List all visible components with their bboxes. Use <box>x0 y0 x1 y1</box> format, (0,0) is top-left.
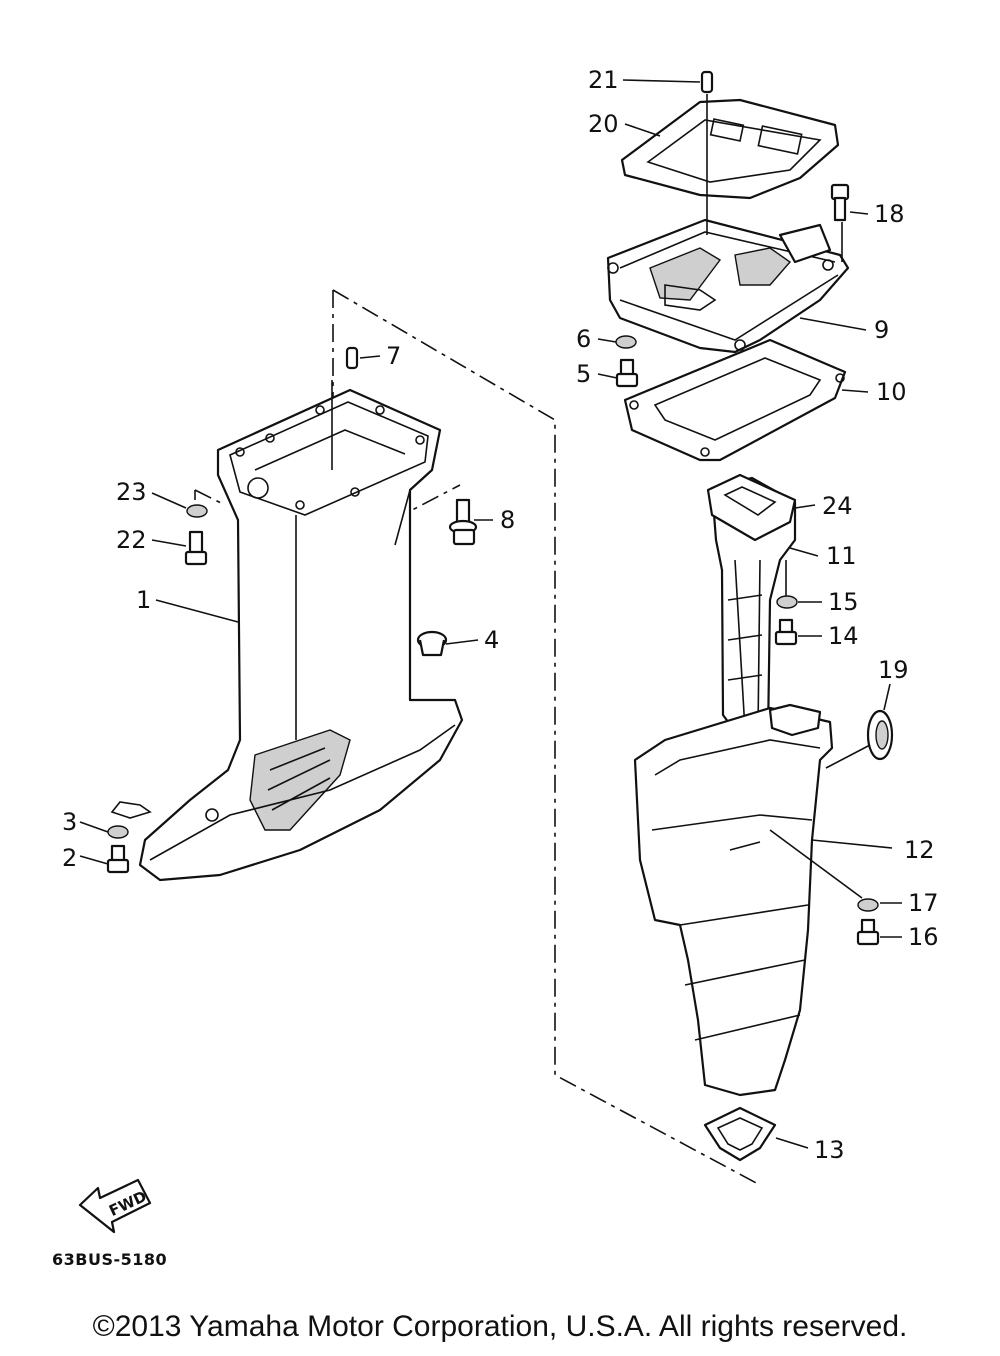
exploded-parts-diagram: 1 2 3 4 5 6 7 8 9 10 11 12 13 14 15 16 1… <box>62 66 939 1234</box>
dowel-pin-7 <box>345 346 359 370</box>
bolt-8 <box>448 498 478 546</box>
upper-casing <box>138 388 464 882</box>
washer-15 <box>776 595 798 609</box>
washer-17 <box>857 898 879 912</box>
drawing-code: 63BUS-5180 <box>52 1250 168 1269</box>
callout-2: 2 <box>62 844 77 872</box>
callout-19: 19 <box>878 656 909 684</box>
bolt-14 <box>774 618 798 646</box>
callout-16: 16 <box>908 923 939 951</box>
dowel-pin-21 <box>700 70 714 94</box>
muffler-12 <box>633 703 834 1097</box>
callout-15: 15 <box>828 588 859 616</box>
callout-17: 17 <box>908 889 939 917</box>
callout-10: 10 <box>876 378 907 406</box>
gasket-24 <box>706 473 797 542</box>
callout-12: 12 <box>904 836 935 864</box>
fwd-arrow-icon: FWD <box>78 1178 152 1234</box>
washer-3 <box>107 801 152 839</box>
callout-22: 22 <box>116 526 147 554</box>
callout-3: 3 <box>62 808 77 836</box>
callout-1: 1 <box>136 586 151 614</box>
callout-23: 23 <box>116 478 147 506</box>
washer-23 <box>186 504 208 518</box>
callout-9: 9 <box>874 316 889 344</box>
copyright-notice: ©2013 Yamaha Motor Corporation, U.S.A. A… <box>92 1310 908 1343</box>
gasket-10 <box>623 338 847 462</box>
callout-18: 18 <box>874 200 905 228</box>
bolt-16 <box>856 918 880 946</box>
gasket-20 <box>620 98 840 200</box>
bolt-22 <box>184 530 208 566</box>
exhaust-guide-9 <box>606 218 850 354</box>
callout-21: 21 <box>588 66 619 94</box>
callout-4: 4 <box>484 626 499 654</box>
leader-lines <box>79 79 902 1149</box>
callout-14: 14 <box>828 622 859 650</box>
bolt-5 <box>615 358 639 388</box>
callout-5: 5 <box>576 360 591 388</box>
callout-13: 13 <box>814 1136 845 1164</box>
callout-labels: 1 2 3 4 5 6 7 8 9 10 11 12 13 14 15 16 1… <box>62 66 939 1164</box>
bolt-2 <box>106 844 130 874</box>
callout-11: 11 <box>826 542 857 570</box>
grommet-4 <box>416 630 448 657</box>
callout-7: 7 <box>386 342 401 370</box>
grommet-19 <box>866 709 894 761</box>
callout-6: 6 <box>576 325 591 353</box>
seal-13 <box>703 1106 777 1162</box>
washer-6 <box>615 335 637 349</box>
callout-24: 24 <box>822 492 853 520</box>
bolt-18 <box>830 183 850 222</box>
callout-8: 8 <box>500 506 515 534</box>
callout-20: 20 <box>588 110 619 138</box>
